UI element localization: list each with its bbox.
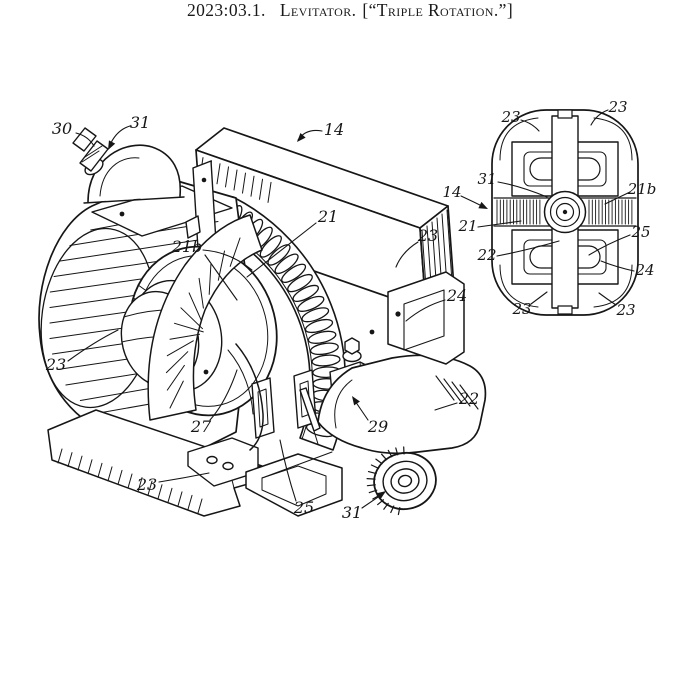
cross-section-view	[491, 109, 639, 316]
inset-label-21b: 21b	[627, 180, 657, 198]
drive-wheel	[366, 446, 437, 516]
bracket-plate	[369, 271, 465, 365]
ref-label-31-top: 31	[130, 113, 150, 132]
ref-label-23-left: 23	[45, 355, 66, 374]
caption-number: 2023:03.1.	[186, 0, 266, 20]
pin-and-hook	[227, 343, 321, 451]
base-assembly	[47, 409, 343, 517]
ref-label-30: 30	[52, 119, 72, 138]
ref-label-21: 21	[317, 207, 338, 226]
caption-title: Levitator.	[279, 0, 357, 20]
inset-label-24: 24	[634, 261, 654, 279]
inset-label-23-bl: 23	[511, 300, 531, 318]
ref-label-27: 27	[190, 417, 212, 436]
ref-label-24: 24	[446, 286, 467, 305]
inset-label-14: 14	[442, 183, 461, 201]
ref-label-25: 25	[293, 498, 314, 517]
ref-label-29: 29	[367, 417, 388, 436]
curved-arm	[317, 354, 487, 455]
inset-label-23-tl: 23	[500, 108, 520, 126]
figure-caption: 2023:03.1. Levitator.[“Triple Rotation.”]	[0, 0, 700, 21]
ref-label-31-bottom: 31	[342, 503, 362, 522]
inset-label-21: 21	[457, 217, 477, 235]
ref-label-23-bottom: 23	[136, 475, 157, 494]
ref-label-14: 14	[324, 120, 344, 139]
inset-label-23-br: 23	[615, 301, 635, 319]
ref-label-22: 22	[458, 389, 479, 408]
hatched-sweep	[147, 214, 263, 421]
inset-label-31: 31	[477, 170, 496, 188]
inset-label-22: 22	[476, 246, 496, 264]
inset-label-23-tr: 23	[607, 98, 627, 116]
inset-label-25: 25	[630, 223, 650, 241]
leader-lines	[67, 109, 635, 509]
main-machine-view	[38, 127, 487, 517]
ref-label-21b: 21b	[171, 237, 203, 256]
caption-subtitle: [“Triple Rotation.”]	[362, 0, 514, 20]
ref-label-23-right: 23	[417, 226, 438, 245]
reference-labels: 30 31 14 21b 21 23 24 23 27 29 22 23 25 …	[45, 98, 657, 522]
